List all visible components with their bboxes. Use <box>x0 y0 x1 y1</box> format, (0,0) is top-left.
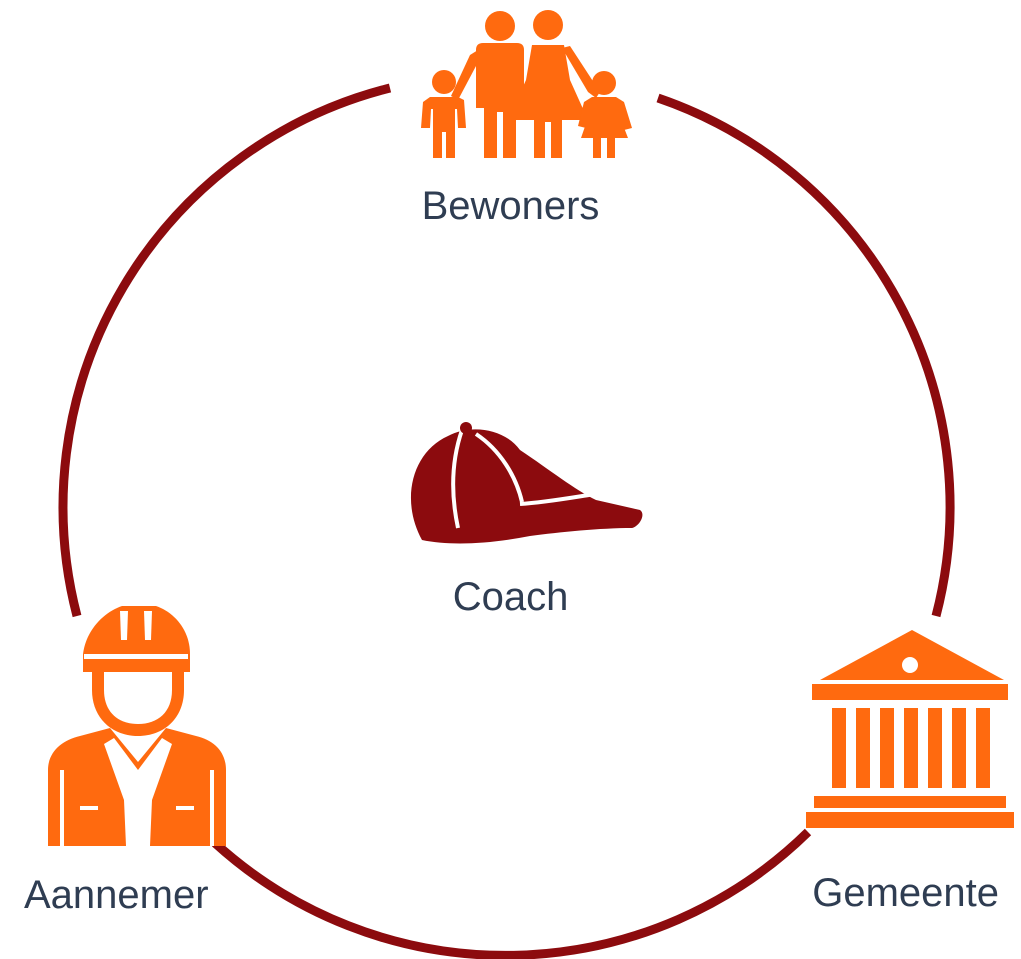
town-hall-icon <box>806 630 1014 828</box>
aannemer-label: Aannemer <box>24 873 209 917</box>
coach-label: Coach <box>452 575 569 619</box>
gemeente-label: Gemeente <box>812 871 999 915</box>
construction-worker-icon <box>48 606 226 846</box>
ring-arc-top-right <box>656 93 955 618</box>
baseball-cap-icon <box>410 422 643 544</box>
bewoners-label: Bewoners <box>421 184 600 228</box>
family-icon <box>421 10 632 158</box>
cycle-ring <box>58 83 955 959</box>
ring-arc-top-left <box>58 83 392 618</box>
ring-arc-bottom <box>211 828 812 959</box>
